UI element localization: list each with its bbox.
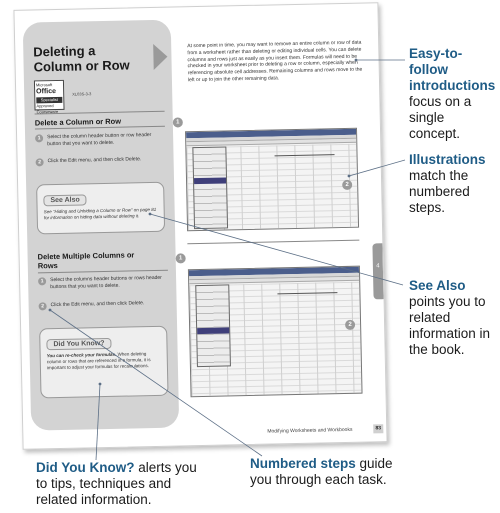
screenshot-menu-highlight xyxy=(197,327,230,335)
step-text: Select the columns header buttons or row… xyxy=(50,274,162,290)
office-specialist-logo: Microsoft Office Specialist Approved Cou… xyxy=(33,79,65,114)
see-also-title: See Also xyxy=(43,194,87,207)
see-also-box: See Also See “Hiding and Unhiding a Colu… xyxy=(36,181,166,235)
section1-heading: Delete a Column or Row xyxy=(34,116,122,128)
annotation-illustrations-text: match the numbered steps. xyxy=(409,168,470,215)
callout-number: 1 xyxy=(172,117,183,128)
section2-heading: Delete Multiple Columns or Rows xyxy=(37,250,135,271)
annotation-did-you-know-text: alerts you to tips, techniques and relat… xyxy=(36,460,197,507)
step-item: 1 Select the columns header buttons or r… xyxy=(38,275,168,291)
see-also-body: See “Hiding and Unhiding a Column or Row… xyxy=(43,206,157,221)
step-text: Select the column header button or row h… xyxy=(47,132,152,147)
annotation-illustrations-highlight: Illustrations xyxy=(409,152,486,167)
annotation-see-also-text: points you to related information in the… xyxy=(409,294,491,357)
step-number: 1 xyxy=(38,277,47,286)
objective-code: XL03S-3-3 xyxy=(72,91,92,97)
step-item: 1 Select the column header button or row… xyxy=(35,132,165,148)
divider xyxy=(187,239,360,245)
did-you-know-title: Did You Know? xyxy=(46,337,112,351)
annotation-see-also: See Also points you to related informati… xyxy=(409,278,499,358)
screenshot-edit-menu xyxy=(195,284,231,368)
did-you-know-body: You can re-check your formulas. When del… xyxy=(47,351,161,371)
screenshot-menu-highlight xyxy=(193,177,227,185)
book-page: Deleting a Column or Row Microsoft Offic… xyxy=(13,2,388,450)
screenshot-edit-menu xyxy=(192,146,229,230)
did-you-know-box: Did You Know? You can re-check your form… xyxy=(39,325,169,399)
title-arrow-icon xyxy=(153,43,168,70)
annotation-numbered-steps-highlight: Numbered steps xyxy=(250,456,356,471)
logo-office-text: Office xyxy=(36,87,57,96)
annotation-numbered-steps-text: guide you through each task. xyxy=(250,456,393,487)
annotation-illustrations: Illustrations match the numbered steps. xyxy=(409,152,499,216)
annotation-intro-highlight: Easy-to-follow introductions xyxy=(409,46,496,93)
screenshot-illustration xyxy=(185,127,360,232)
screenshot-illustration xyxy=(187,265,363,398)
annotation-intro-text: focus on a single concept. xyxy=(409,94,472,141)
footer-page-number: 83 xyxy=(373,424,384,434)
intro-paragraph: At some point in time, you may want to r… xyxy=(187,39,363,84)
chapter-tab: 4 xyxy=(372,243,384,300)
page-title: Deleting a Column or Row xyxy=(33,43,130,75)
callout-number: 1 xyxy=(175,253,186,264)
annotation-see-also-highlight: See Also xyxy=(409,278,466,293)
footer-chapter-title: Modifying Worksheets and Workbooks xyxy=(267,426,353,435)
annotation-did-you-know-highlight: Did You Know? xyxy=(36,460,135,475)
annotation-numbered-steps: Numbered steps guide you through each ta… xyxy=(250,456,410,488)
annotation-intro: Easy-to-follow introductions focus on a … xyxy=(409,46,499,142)
annotation-did-you-know: Did You Know? alerts you to tips, techni… xyxy=(36,460,211,508)
